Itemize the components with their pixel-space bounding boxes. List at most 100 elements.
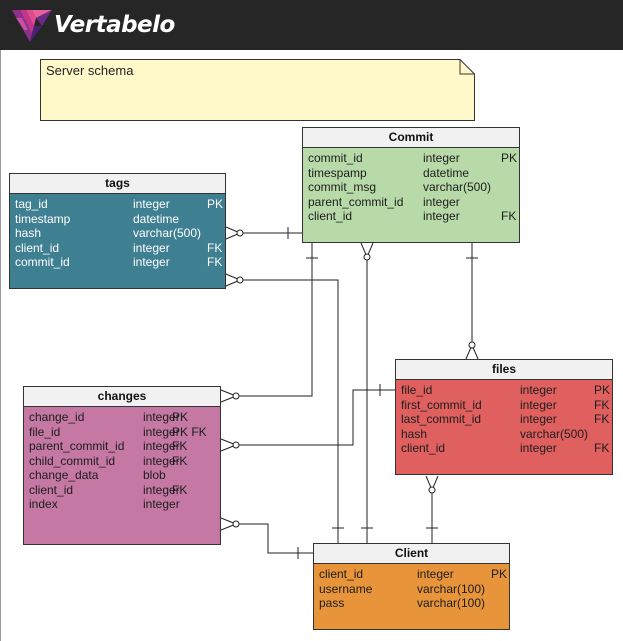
- column-type: integer: [423, 151, 460, 165]
- column-name: change_id: [29, 410, 85, 424]
- column-keys: FK: [207, 240, 223, 255]
- column-name: first_commit_id: [401, 397, 482, 412]
- column-keys: FK: [594, 397, 610, 412]
- column-row[interactable]: commit_id integer FK: [10, 255, 225, 270]
- column-type: integer: [143, 453, 180, 468]
- table-title: Commit: [303, 128, 519, 148]
- rel-files-changes: [220, 384, 395, 452]
- rel-client-changes: [220, 517, 313, 559]
- column-row[interactable]: client_id integer FK: [10, 241, 225, 256]
- column-type: integer: [423, 209, 460, 223]
- rel-client-commit: [360, 242, 374, 543]
- diagram-canvas[interactable]: [0, 50, 623, 641]
- column-type: blob: [143, 468, 166, 482]
- column-keys: FK: [207, 255, 223, 269]
- column-name: timestamp: [15, 211, 71, 226]
- rel-commit-tags: [225, 226, 302, 240]
- table-title: files: [396, 360, 612, 380]
- column-row[interactable]: hash varchar(500): [10, 226, 225, 241]
- column-type: integer: [520, 397, 557, 412]
- column-row[interactable]: commit_msg varchar(500): [303, 180, 519, 195]
- column-keys: PK FK: [172, 424, 207, 439]
- column-name: client_id: [319, 567, 364, 581]
- column-row[interactable]: timespamp datetime: [303, 166, 519, 181]
- column-name: commit_id: [308, 151, 363, 165]
- column-type: datetime: [423, 165, 470, 180]
- table-title: Client: [314, 544, 509, 564]
- column-name: last_commit_id: [401, 412, 482, 426]
- column-type: integer: [143, 424, 180, 439]
- column-type: integer: [133, 240, 170, 255]
- column-row[interactable]: file_id integer PK: [396, 383, 612, 398]
- note-text: Server schema: [46, 63, 134, 78]
- column-row[interactable]: commit_id integer PK: [303, 151, 519, 166]
- column-keys: FK: [594, 412, 610, 426]
- column-name: parent_commit_id: [308, 194, 404, 209]
- column-name: username: [319, 581, 373, 596]
- vertabelo-logo-icon: [12, 10, 52, 42]
- column-keys: FK: [172, 482, 188, 497]
- rel-commit-changes: [220, 243, 318, 403]
- column-name: pass: [319, 596, 345, 610]
- column-type: varchar(500): [133, 226, 202, 240]
- column-name: hash: [401, 426, 428, 441]
- column-type: varchar(500): [423, 180, 492, 194]
- column-name: hash: [15, 226, 42, 240]
- column-name: timespamp: [308, 165, 367, 180]
- column-name: change_data: [29, 468, 99, 482]
- column-name: parent_commit_id: [29, 439, 125, 453]
- column-row[interactable]: username varchar(100): [314, 582, 509, 597]
- column-row[interactable]: timestamp datetime: [10, 212, 225, 227]
- column-name: file_id: [401, 383, 433, 397]
- column-type: datetime: [133, 211, 180, 226]
- column-name: client_id: [15, 240, 60, 255]
- column-type: integer: [143, 482, 180, 497]
- column-type: integer: [143, 410, 180, 424]
- column-name: commit_id: [15, 255, 70, 269]
- column-name: file_id: [29, 424, 61, 439]
- column-row[interactable]: first_commit_id integer FK: [396, 398, 612, 413]
- table-title: changes: [24, 387, 220, 407]
- column-name: tag_id: [15, 197, 48, 211]
- brand-name: Vertabelo: [54, 12, 175, 38]
- column-type: integer: [143, 439, 180, 453]
- column-type: varchar(100): [417, 581, 486, 596]
- column-keys: PK: [501, 151, 518, 165]
- column-row[interactable]: change_data blob: [24, 468, 220, 483]
- column-type: integer: [133, 255, 170, 269]
- column-name: client_id: [308, 209, 353, 223]
- column-name: commit_msg: [308, 180, 377, 194]
- column-name: client_id: [29, 482, 74, 497]
- column-type: integer: [520, 383, 557, 397]
- column-keys: PK: [172, 410, 189, 424]
- schema-note[interactable]: Server schema: [40, 59, 475, 121]
- rel-client-files: [425, 475, 439, 543]
- rel-commit-files: [465, 243, 479, 360]
- column-keys: PK: [207, 197, 224, 211]
- column-keys: PK: [594, 383, 611, 397]
